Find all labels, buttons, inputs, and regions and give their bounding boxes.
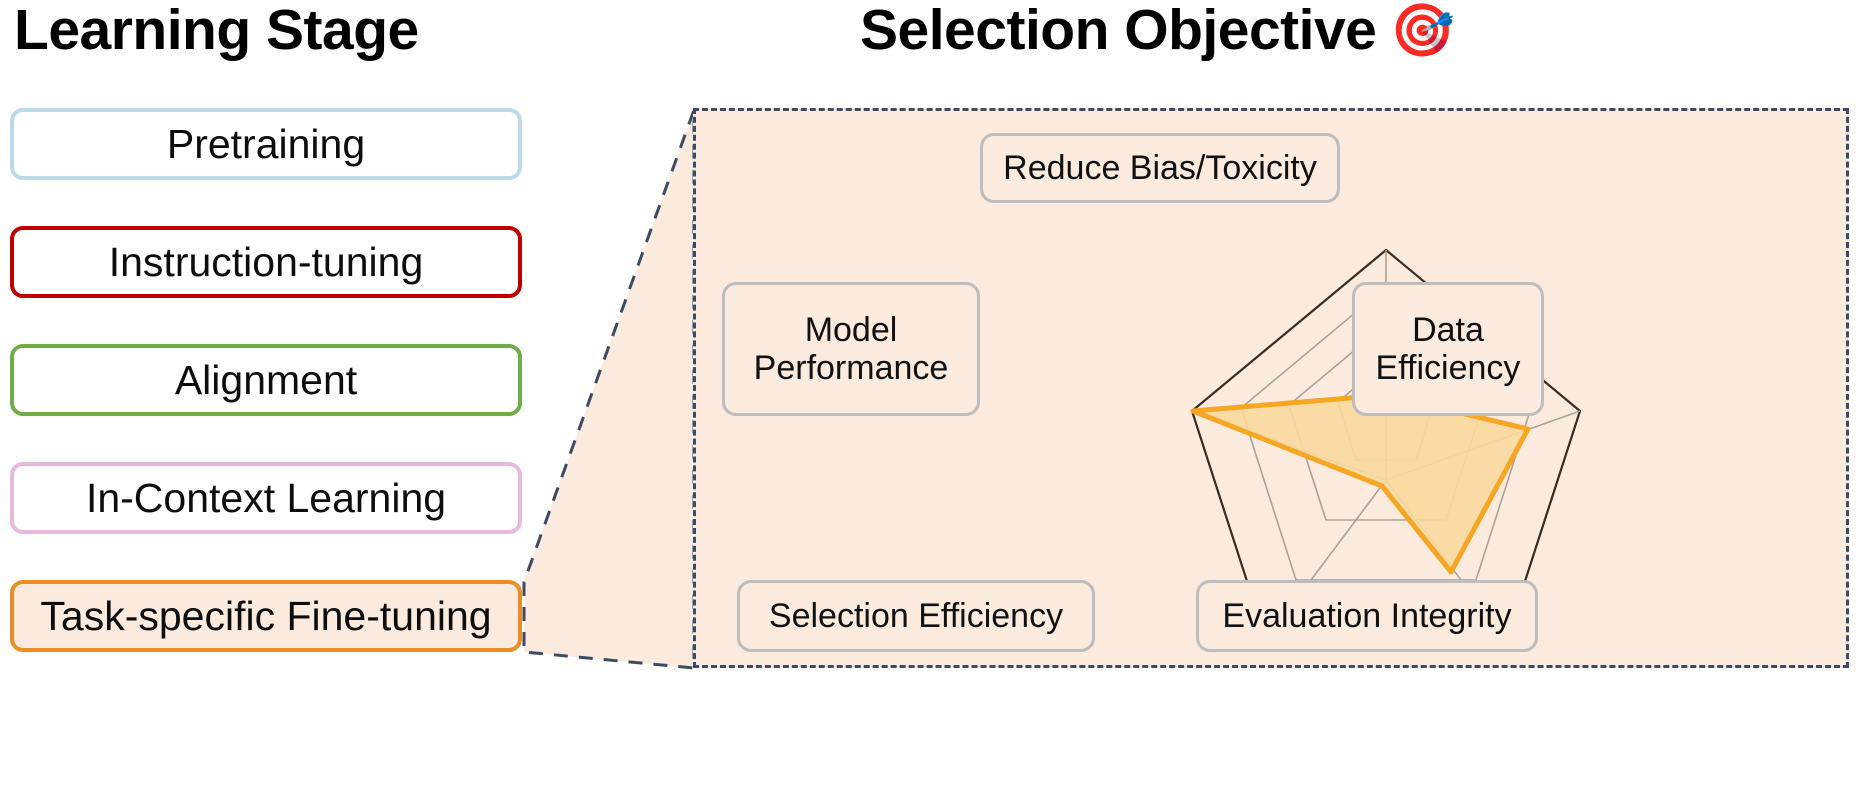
stage-box-alignment[interactable]: Alignment bbox=[10, 344, 522, 416]
stage-box-in-context-learning[interactable]: In-Context Learning bbox=[10, 462, 522, 534]
objective-label: Selection Efficiency bbox=[768, 596, 1064, 635]
page-title-learning-stage: Learning Stage bbox=[14, 0, 419, 62]
objective-pill-data-efficiency[interactable]: Data Efficiency bbox=[1352, 282, 1544, 416]
stage-box-pretraining[interactable]: Pretraining bbox=[10, 108, 522, 180]
objective-label: Data Efficiency bbox=[1376, 311, 1521, 387]
objective-label: Evaluation Integrity bbox=[1222, 596, 1512, 635]
objective-label: Reduce Bias/Toxicity bbox=[1003, 148, 1317, 187]
radar-series-task-specific-fine-tuning bbox=[1190, 392, 1531, 575]
page-title-selection-objective: Selection Objective 🎯 bbox=[860, 2, 1455, 59]
stage-label: Pretraining bbox=[166, 120, 366, 167]
objective-label-line1: Data bbox=[1412, 310, 1484, 349]
objective-label-line2: Performance bbox=[753, 349, 949, 387]
stage-label: Alignment bbox=[174, 356, 358, 403]
objective-label: Model Performance bbox=[754, 311, 949, 387]
objective-label-line2: Efficiency bbox=[1375, 349, 1521, 387]
stage-label: Instruction-tuning bbox=[108, 238, 424, 285]
objective-label-line1: Model bbox=[804, 310, 898, 349]
stage-label: Task-specific Fine-tuning bbox=[40, 592, 492, 639]
objective-pill-evaluation-integrity[interactable]: Evaluation Integrity bbox=[1196, 580, 1538, 652]
selection-objective-title-text: Selection Objective bbox=[860, 0, 1377, 62]
stage-label: In-Context Learning bbox=[85, 474, 447, 521]
stage-box-task-specific-fine-tuning[interactable]: Task-specific Fine-tuning bbox=[10, 580, 522, 652]
objective-pill-model-performance[interactable]: Model Performance bbox=[722, 282, 980, 416]
stage-box-instruction-tuning[interactable]: Instruction-tuning bbox=[10, 226, 522, 298]
objective-pill-selection-efficiency[interactable]: Selection Efficiency bbox=[737, 580, 1095, 652]
target-icon: 🎯 bbox=[1390, 1, 1455, 60]
objective-pill-reduce-bias-toxicity[interactable]: Reduce Bias/Toxicity bbox=[980, 133, 1340, 203]
